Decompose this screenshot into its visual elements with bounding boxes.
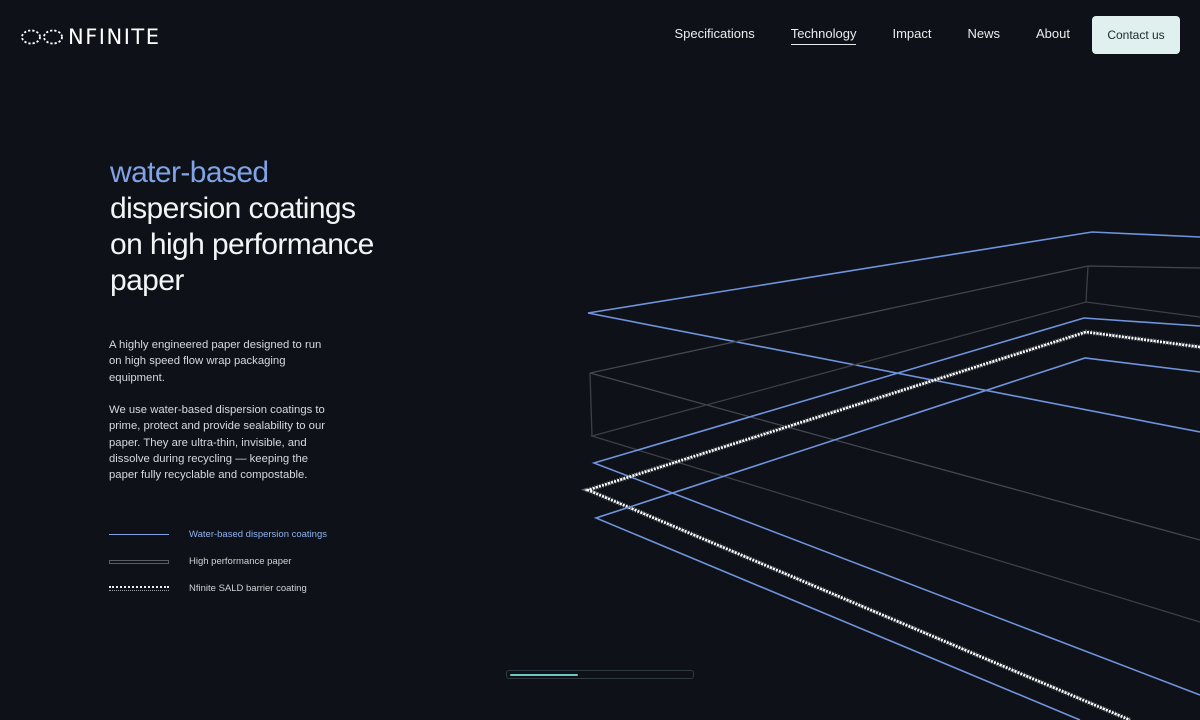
paper-layer-box-bottom bbox=[589, 301, 1200, 623]
nav-specifications[interactable]: Specifications bbox=[674, 26, 755, 41]
dotted-swatch bbox=[109, 586, 169, 591]
main-nav: Specifications Technology Impact News Ab… bbox=[674, 16, 1180, 54]
paper-layer-box bbox=[589, 265, 1200, 541]
legend-label: Water-based dispersion coatings bbox=[189, 529, 327, 540]
logo[interactable]: NFINITE bbox=[20, 25, 160, 49]
hero-line-3: paper bbox=[110, 264, 184, 297]
nav-impact[interactable]: Impact bbox=[892, 26, 932, 41]
nav-news[interactable]: News bbox=[967, 26, 1001, 41]
hero-accent-text: water-based bbox=[110, 156, 269, 189]
paper-box-edge-left bbox=[589, 372, 593, 437]
legend-label: High performance paper bbox=[189, 556, 292, 567]
intro-paragraph: A highly engineered paper designed to ru… bbox=[109, 339, 322, 384]
hero-line-1: dispersion coatings bbox=[110, 192, 356, 225]
top-bar: NFINITE Specifications Technology Impact… bbox=[0, 0, 1200, 72]
nav-about[interactable]: About bbox=[1036, 26, 1070, 41]
legend-item-sald[interactable]: Nfinite SALD barrier coating bbox=[109, 575, 327, 602]
coating-layer-top bbox=[587, 231, 1200, 433]
layers-illustration bbox=[580, 231, 1200, 720]
legend-label: Nfinite SALD barrier coating bbox=[189, 583, 307, 594]
legend-item-paper[interactable]: High performance paper bbox=[109, 548, 327, 575]
coating-layer-bottom bbox=[593, 357, 1200, 720]
contact-button[interactable]: Contact us bbox=[1092, 16, 1180, 54]
paper-box-edge-right bbox=[1085, 265, 1089, 303]
brand-name: NFINITE bbox=[68, 25, 161, 49]
slide-progress-bar[interactable] bbox=[506, 670, 694, 679]
layer-legend: Water-based dispersion coatings High per… bbox=[109, 521, 327, 602]
legend-item-coatings[interactable]: Water-based dispersion coatings bbox=[109, 521, 327, 548]
hero-heading: water-based dispersion coatings on high … bbox=[110, 155, 470, 299]
hero-line-2: on high performance bbox=[110, 228, 374, 261]
sald-barrier-coating bbox=[580, 329, 1200, 720]
nav-technology[interactable]: Technology bbox=[790, 26, 857, 45]
coating-paragraph: We use water-based dispersion coatings t… bbox=[109, 404, 326, 482]
coating-layer-mid bbox=[591, 317, 1200, 696]
blue-line-swatch bbox=[109, 534, 169, 535]
infinity-logo-icon bbox=[21, 29, 63, 45]
gray-box-swatch bbox=[109, 559, 169, 564]
progress-fill bbox=[510, 674, 578, 676]
